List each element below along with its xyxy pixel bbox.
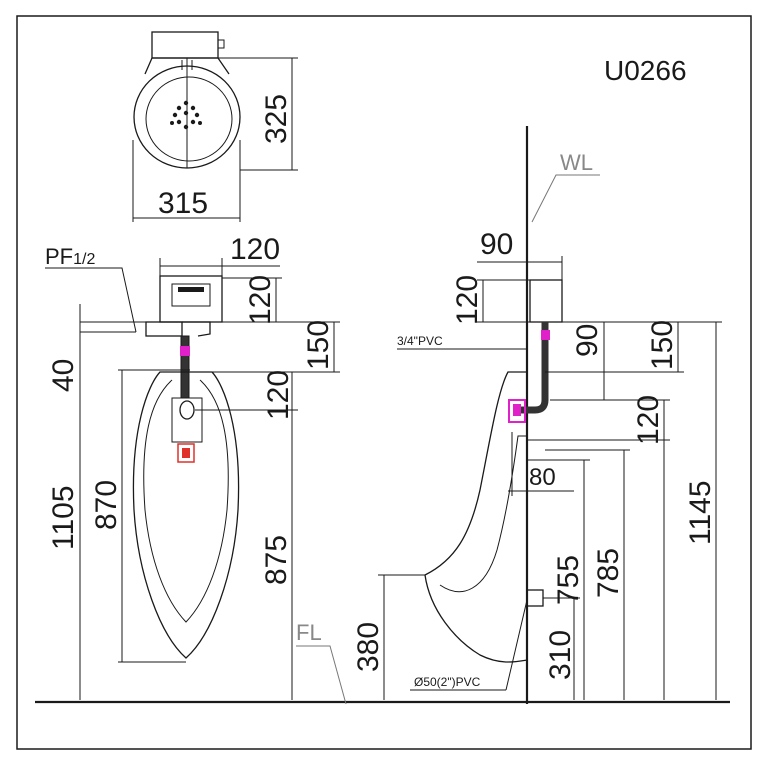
side-valve-height-label: 120 (451, 275, 484, 325)
front-pipe-coupling (180, 346, 190, 356)
front-valve-height-label: 120 (244, 275, 277, 325)
front-spud-label: 120 (262, 370, 295, 420)
top-depth-label: 325 (260, 94, 293, 144)
front-urinal-body (132, 371, 240, 659)
side-drop-90-label: 90 (571, 324, 604, 357)
wall-line-label: WL (560, 150, 593, 175)
model-number: U0266 (604, 55, 687, 86)
front-inlet-offset-label: 40 (47, 359, 80, 392)
front-sensor (177, 443, 195, 463)
side-supply-pipe (520, 322, 549, 414)
side-height-1145-label: 1145 (684, 480, 717, 545)
side-urinal-body (424, 371, 528, 663)
front-supply-pipe (180, 335, 190, 399)
side-spud-fitting (508, 399, 526, 423)
side-outlet-height-label: 310 (544, 630, 577, 680)
front-height-to-inlet-label: 1105 (47, 485, 80, 550)
front-urinal-inner (143, 379, 229, 623)
side-view: WL 90 120 3/4"PVC 90 150 120 (352, 126, 722, 704)
side-projection-label: 80 (529, 464, 556, 491)
front-view: PF1/2 120 120 150 120 (45, 233, 340, 700)
side-pipe-coupling (541, 330, 550, 340)
front-rim-height-label: 875 (260, 535, 293, 585)
side-drop-150-label: 150 (646, 320, 679, 370)
side-spud-120-label: 120 (632, 395, 665, 445)
side-waste-pvc-label: Ø50(2")PVC (414, 675, 481, 689)
front-pipe-drop-label: 150 (302, 320, 335, 370)
side-supply-pvc-label: 3/4"PVC (397, 334, 443, 348)
front-bowl-height-label: 870 (90, 480, 123, 530)
floor-level-label: FL (296, 620, 322, 645)
top-view: 325 315 (132, 31, 298, 222)
side-lip-height-label: 380 (352, 622, 385, 672)
pf-label: PF1/2 (45, 244, 95, 269)
drain-holes (170, 100, 202, 130)
side-wall-offset-label: 90 (480, 228, 513, 261)
top-width-label: 315 (158, 187, 208, 220)
top-bowl-inner (145, 76, 233, 162)
front-valve-width-label: 120 (230, 233, 280, 266)
side-height-785-label: 785 (592, 548, 625, 598)
side-height-755-label: 755 (552, 555, 585, 605)
